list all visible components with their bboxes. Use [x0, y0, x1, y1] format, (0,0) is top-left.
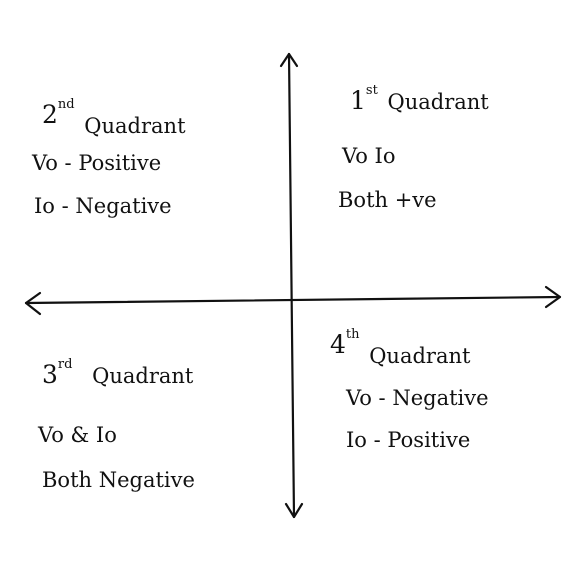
q2-number: 2 — [42, 100, 58, 129]
q4-line1: Vo - Negative — [346, 386, 489, 410]
horizontal-axis — [24, 295, 562, 305]
q1-line2: Both +ve — [338, 188, 437, 212]
q4-word: Quadrant — [369, 344, 471, 368]
q2-suffix: nd — [57, 97, 75, 112]
q1-heading: 1st Quadrant — [350, 84, 489, 115]
horizontal-axis-left-arrowhead — [24, 291, 42, 316]
q4-number: 4 — [330, 330, 346, 359]
q4-suffix: th — [345, 327, 360, 342]
q2-line2: Io - Negative — [34, 194, 172, 218]
vertical-axis-bottom-arrowhead — [284, 502, 304, 519]
q2-heading: 2nd Quadrant — [42, 98, 186, 137]
q1-suffix: st — [365, 83, 378, 98]
q3-line2: Both Negative — [42, 468, 195, 492]
q3-suffix: rd — [57, 357, 73, 372]
q3-line1: Vo & Io — [38, 423, 117, 447]
q1-line1: Vo Io — [342, 144, 396, 168]
vertical-axis-top-arrowhead — [279, 52, 299, 68]
q3-word: Quadrant — [92, 364, 194, 388]
q2-word: Quadrant — [84, 114, 186, 138]
q1-word: Quadrant — [387, 90, 489, 114]
q3-heading: 3rd Quadrant — [42, 358, 193, 389]
q2-line1: Vo - Positive — [32, 151, 162, 175]
vertical-axis — [287, 52, 296, 519]
q1-number: 1 — [350, 86, 366, 115]
horizontal-axis-right-arrowhead — [544, 285, 562, 309]
q3-number: 3 — [42, 360, 58, 389]
q4-heading: 4th Quadrant — [330, 328, 470, 367]
q4-line2: Io - Positive — [346, 428, 471, 452]
